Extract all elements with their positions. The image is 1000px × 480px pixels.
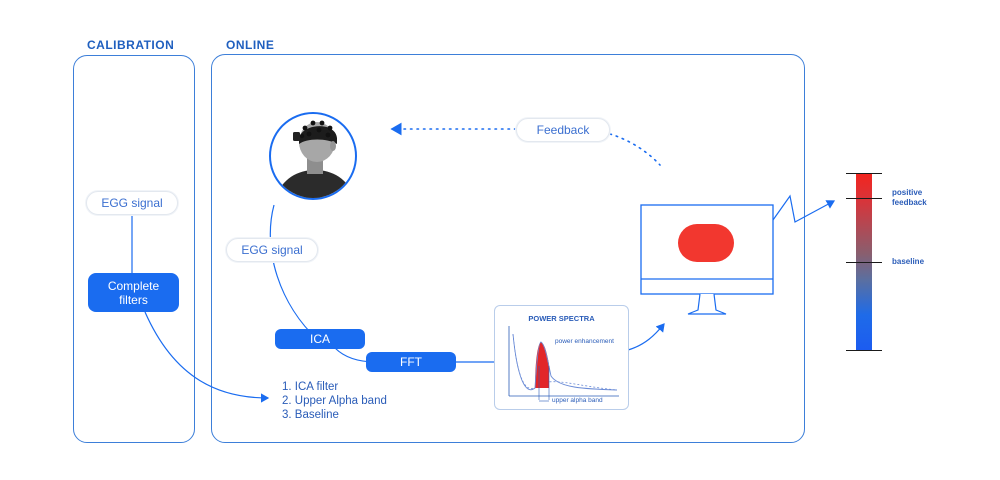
- positive-feedback-label: positive feedback: [892, 188, 927, 207]
- feedback-pill: Feedback: [516, 118, 610, 142]
- baseline-label: baseline: [892, 257, 925, 266]
- step-item: 2. Upper Alpha band: [282, 395, 387, 407]
- feedback-dotted-tail: [609, 133, 661, 166]
- power-spectrum-plot: [508, 326, 619, 402]
- baseline-tick: [846, 262, 882, 263]
- steps-list: 1. ICA filter 2. Upper Alpha band 3. Bas…: [282, 380, 387, 422]
- feedback-monitor: [640, 204, 774, 317]
- positive-tick: [846, 198, 882, 199]
- power-spectra-card: POWER SPECTRA power enhancement upper al…: [494, 305, 629, 410]
- person-with-eeg-cap-icon: [276, 120, 354, 198]
- online-panel: [211, 54, 805, 443]
- spectrum-to-monitor-arrow: [627, 323, 665, 351]
- monitor-icon: [640, 204, 774, 315]
- fft-box: FFT: [366, 352, 456, 372]
- filters-to-steps-arrow: [144, 311, 270, 403]
- complete-filters-box: Complete filters: [88, 273, 179, 312]
- online-signal-pill: EGG signal: [226, 238, 318, 262]
- step-item: 3. Baseline: [282, 409, 339, 421]
- ica-box: ICA: [275, 329, 365, 349]
- subject-avatar: [269, 112, 357, 200]
- power-spectra-title: POWER SPECTRA: [528, 314, 595, 323]
- bar-bottom-tick: [846, 350, 882, 351]
- signal-curve: [269, 204, 319, 341]
- step-item: 1. ICA filter: [282, 381, 339, 393]
- calibration-title: CALIBRATION: [87, 38, 175, 52]
- power-enhancement-label: power enhancement: [555, 338, 614, 345]
- upper-alpha-band-label: upper alpha band: [552, 397, 603, 404]
- monitor-to-bar-arrow: [772, 194, 836, 223]
- bar-top-tick: [846, 173, 882, 174]
- online-title: ONLINE: [226, 38, 275, 52]
- calibration-panel: [73, 55, 195, 443]
- calibration-signal-pill: EGG signal: [86, 191, 178, 215]
